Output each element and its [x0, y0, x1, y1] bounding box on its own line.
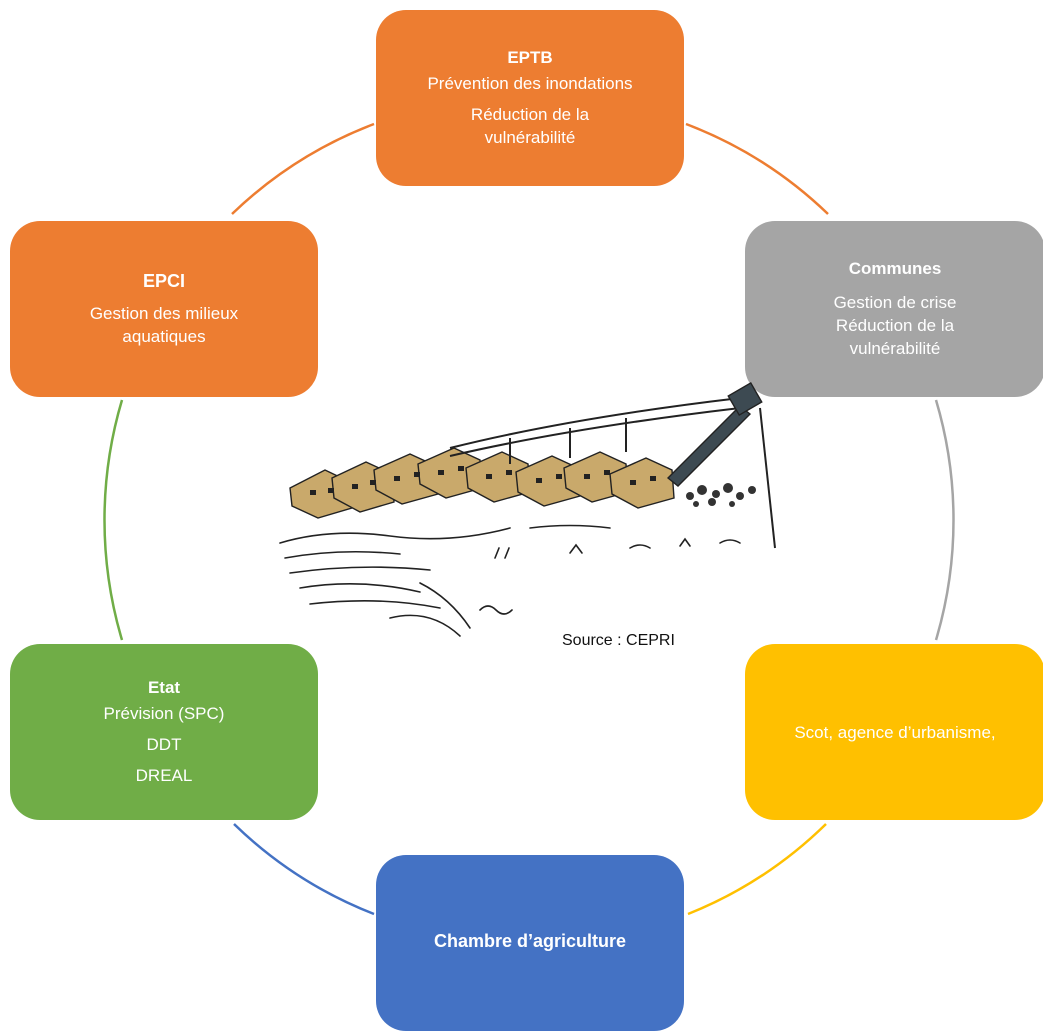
node-etat-line1: Prévision (SPC) — [103, 703, 225, 723]
node-scot: Scot, agence d’urbanisme, — [745, 644, 1043, 820]
node-chambre: Chambre d’agriculture — [376, 855, 684, 1031]
node-communes-line2: Réduction de la — [835, 315, 955, 335]
node-communes-title: Communes — [848, 258, 942, 278]
node-etat-title: Etat — [147, 677, 181, 697]
connector-epci-eptb — [231, 122, 375, 215]
node-scot-line1: Scot, agence d’urbanisme, — [794, 722, 996, 742]
node-communes-line3: vulnérabilité — [849, 338, 941, 358]
connector-chambre-etat — [233, 823, 375, 916]
node-eptb: EPTB Prévention des inondations Réductio… — [376, 10, 684, 186]
connector-etat-epci — [103, 399, 124, 641]
node-epci: EPCI Gestion des milieux aquatiques — [10, 221, 318, 397]
node-eptb-line1: Prévention des inondations — [427, 73, 633, 93]
connector-scot-chambre — [687, 823, 827, 916]
node-epci-line2: aquatiques — [122, 326, 206, 346]
node-epci-line1: Gestion des milieux — [89, 303, 239, 323]
image-source-caption: Source : CEPRI — [562, 632, 675, 649]
connector-communes-scot — [934, 399, 955, 641]
node-communes-line1: Gestion de crise — [833, 292, 957, 312]
node-chambre-title: Chambre d’agriculture — [433, 930, 627, 951]
node-etat-line2: DDT — [146, 734, 182, 754]
connector-eptb-communes — [685, 122, 829, 215]
node-etat-line3: DREAL — [135, 765, 193, 785]
node-eptb-line2: Réduction de la — [470, 104, 590, 124]
node-etat: Etat Prévision (SPC) DDT DREAL — [10, 644, 318, 820]
node-eptb-line3: vulnérabilité — [484, 127, 576, 147]
flood-illustration — [279, 382, 776, 637]
node-communes: Communes Gestion de crise Réduction de l… — [745, 221, 1043, 397]
node-eptb-title: EPTB — [507, 47, 553, 67]
node-epci-title: EPCI — [142, 270, 185, 291]
